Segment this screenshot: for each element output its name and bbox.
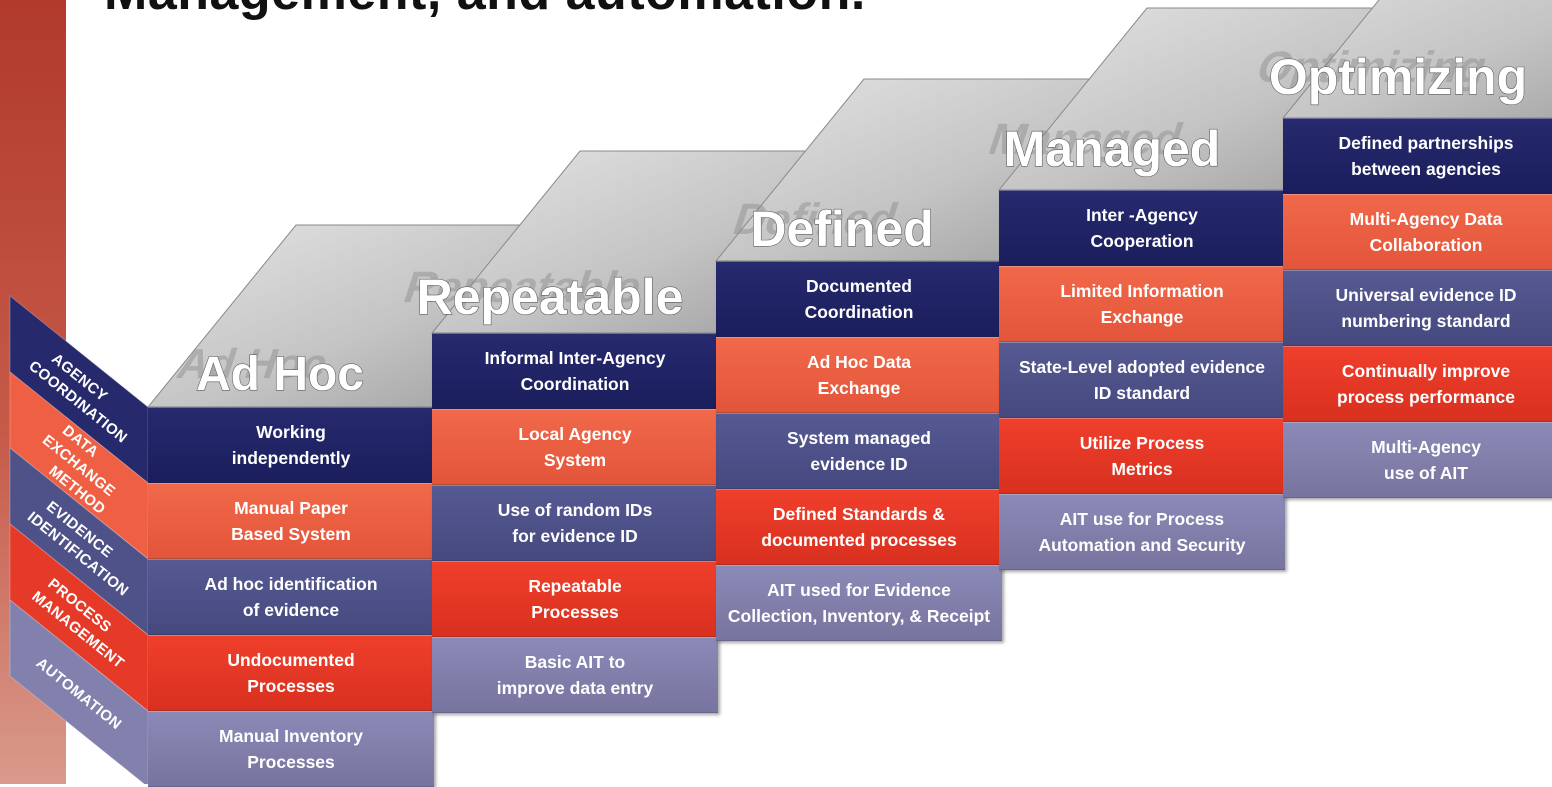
cell-text: Repeatable Processes [528,576,622,622]
maturity-cell: Universal evidence ID numbering standard [1283,270,1552,346]
maturity-cell: Manual Paper Based System [148,483,434,559]
maturity-cell: Multi-Agency Data Collaboration [1283,194,1552,270]
step-title-shadow: Ad Hoc [171,341,333,388]
cell-text: Continually improve process performance [1337,361,1515,407]
maturity-cell: AIT used for Evidence Collection, Invent… [716,565,1002,641]
level-title: Optimizing [1269,49,1527,105]
maturity-cell: Ad hoc identification of evidence [148,559,434,635]
maturity-cell: Local Agency System [432,409,718,485]
cell-text: Universal evidence ID numbering standard [1335,285,1517,331]
maturity-cell: Informal Inter-Agency Coordination [432,333,718,409]
step-title-shadow: Optimizing [1251,42,1494,92]
maturity-cell: State-Level adopted evidence ID standard [999,342,1285,418]
cell-text: Multi-Agency Data Collaboration [1349,209,1503,255]
cell-text: Undocumented Processes [227,650,355,696]
maturity-cell: AIT use for Process Automation and Secur… [999,494,1285,570]
category-band [9,598,149,784]
maturity-cell: Repeatable Processes [432,561,718,637]
cell-text: Inter -Agency Cooperation [1086,205,1198,251]
cell-text: Use of random IDs for evidence ID [497,500,653,546]
maturity-cell: System managed evidence ID [716,413,1002,489]
maturity-cell: Utilize Process Metrics [999,418,1285,494]
level-title: Managed [1004,121,1221,177]
page-heading: Management, and automation. [104,0,866,22]
cell-text: Manual Paper Based System [231,498,351,544]
maturity-cell: Ad Hoc Data Exchange [716,337,1002,413]
cell-text: Manual Inventory Processes [219,726,363,772]
cell-text: Defined Standards & documented processes [761,504,957,550]
maturity-cell: Limited Information Exchange [999,266,1285,342]
cell-text: Ad hoc identification of evidence [204,574,378,620]
cell-text: Ad Hoc Data Exchange [806,352,912,398]
maturity-cell: Inter -Agency Cooperation [999,190,1285,266]
step-title-shadow: Defined [727,194,904,244]
cell-text: AIT used for Evidence Collection, Invent… [727,580,991,626]
step-title-shadow: Managed [983,114,1190,164]
cell-text: Informal Inter-Agency Coordination [484,348,666,394]
cell-text: Multi-Agency use of AIT [1371,437,1481,483]
maturity-cell: Basic AIT to improve data entry [432,637,718,713]
maturity-cell: Use of random IDs for evidence ID [432,485,718,561]
maturity-cell: Defined Standards & documented processes [716,489,1002,565]
cell-text: Basic AIT to improve data entry [496,652,654,698]
maturity-cell: Multi-Agency use of AIT [1283,422,1552,498]
level-title: Repeatable [417,269,684,325]
cell-text: AIT use for Process Automation and Secur… [1038,509,1246,555]
step-title-shadow: Repeatable [398,262,649,312]
maturity-cell: Documented Coordination [716,261,1002,337]
maturity-cell: Defined partnerships between agencies [1283,118,1552,194]
level-title: Ad Hoc [196,348,364,401]
cell-text: Limited Information Exchange [1060,281,1224,327]
maturity-cell: Working independently [148,407,434,483]
cell-text: Local Agency System [518,424,632,470]
cell-text: Working independently [231,422,351,468]
cell-text: Utilize Process Metrics [1079,433,1205,479]
cell-text: System managed evidence ID [787,428,931,474]
level-title: Defined [750,201,933,257]
cell-text: Defined partnerships between agencies [1338,133,1514,179]
maturity-cell: Manual Inventory Processes [148,711,434,787]
maturity-cell: Continually improve process performance [1283,346,1552,422]
cell-text: Documented Coordination [804,276,914,322]
cell-text: State-Level adopted evidence ID standard [1018,357,1266,403]
maturity-cell: Undocumented Processes [148,635,434,711]
